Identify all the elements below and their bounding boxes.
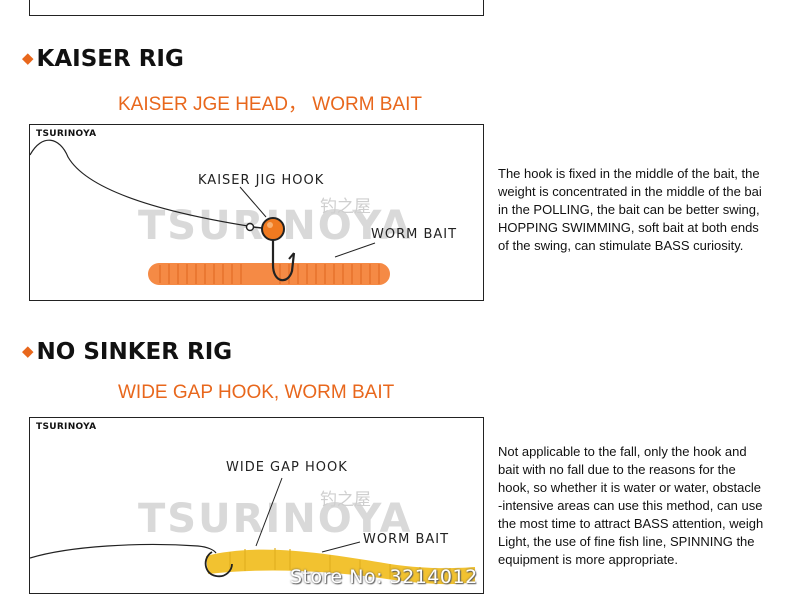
kaiser-hook [271,237,296,282]
kaiser-rig-illustration [30,139,390,285]
no-sinker-rig-title: ◆NO SINKER RIG [22,339,232,365]
kaiser-bait-pointer [334,242,376,258]
kaiser-line-eye [245,222,255,232]
no-sinker-brand-logo: TSURINOYA [36,422,97,432]
no-sinker-watermark-logo: TSURINOYA [138,496,413,542]
orange-diamond-icon: ◆ [22,342,34,360]
no-sinker-fishing-line [30,543,217,559]
no-sinker-rig-description: Not applicable to the fall, only the hoo… [498,444,764,567]
previous-diagram-frame [29,0,484,16]
kaiser-rig-subtitle: KAISER JGE HEAD， WORM BAIT [118,94,423,115]
kaiser-rig-diagram: TSURINOYA TSURINOYA 钓之屋 KAISER JIG HOOK … [29,124,484,301]
no-sinker-worm-bait [206,549,475,585]
no-sinker-rig-illustration [30,477,475,585]
kaiser-watermark-chinese: 钓之屋 [320,197,371,217]
wide-gap-hook [204,551,233,578]
store-watermark: Store No: 3214012 [290,566,478,588]
kaiser-worm-bait-label: WORM BAIT [371,227,458,242]
no-sinker-rig-subtitle: WIDE GAP HOOK, WORM BAIT [118,382,395,403]
no-sinker-worm-bait-label: WORM BAIT [363,532,450,547]
kaiser-jig-hook-label: KAISER JIG HOOK [198,173,325,188]
no-sinker-bait-pointer [321,541,361,553]
kaiser-brand-logo: TSURINOYA [36,129,97,139]
kaiser-fishing-line [30,139,249,227]
kaiser-rig-description: The hook is fixed in the middle of the b… [498,166,762,253]
kaiser-rig-title: ◆KAISER RIG [22,46,184,72]
kaiser-hook-pointer [239,186,267,218]
orange-diamond-icon: ◆ [22,49,34,67]
kaiser-jig-head [261,217,285,241]
kaiser-rig-title-text: KAISER RIG [36,46,184,72]
wide-gap-hook-pointer [255,477,283,547]
no-sinker-rig-diagram: TSURINOYA TSURINOYA 钓之屋 WIDE GAP HOOK WO… [29,417,484,594]
no-sinker-watermark-chinese: 钓之屋 [320,490,371,510]
wide-gap-hook-label: WIDE GAP HOOK [226,460,348,475]
no-sinker-rig-title-text: NO SINKER RIG [36,339,233,365]
kaiser-worm-bait [148,263,390,285]
